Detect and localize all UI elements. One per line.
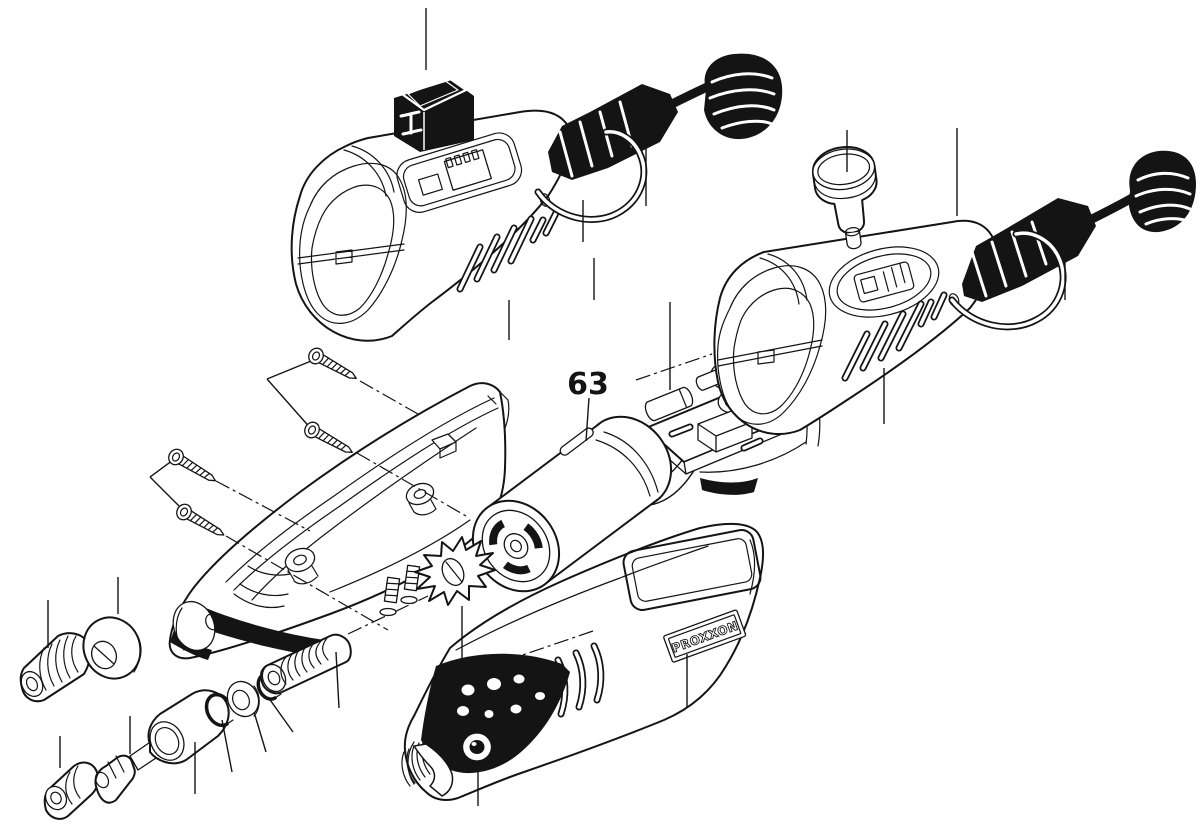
- housing-screw: [305, 344, 361, 386]
- housing-screw: [165, 445, 221, 489]
- motor-vent-slots: [489, 517, 543, 575]
- vent-slots: [841, 291, 948, 382]
- shaft-lock-button: [461, 732, 493, 762]
- callout-63-leader: [585, 397, 590, 442]
- fan-impeller: [414, 536, 496, 606]
- assembled-rear-housing-right: [713, 150, 1196, 435]
- set-screw: [379, 576, 401, 617]
- collet-chuck-nut: [19, 632, 92, 703]
- callout-63: 63: [567, 367, 609, 402]
- capacitor: [644, 386, 694, 422]
- vent-slots: [456, 209, 560, 293]
- rubber-grip: [421, 653, 570, 774]
- switch-recess: [396, 132, 523, 213]
- screw-boss: [284, 547, 319, 585]
- coiled-power-cord: [667, 53, 783, 140]
- cap-nut: [43, 761, 100, 820]
- screw-boss: [405, 482, 437, 516]
- front-housing-shell: PROXXON: [401, 522, 764, 801]
- motor: [435, 415, 673, 593]
- assembled-rear-housing-left: [290, 53, 783, 342]
- threaded-sleeve: [260, 633, 352, 695]
- housing-screw: [301, 418, 357, 460]
- coiled-power-cord: [1085, 150, 1196, 233]
- spindle-notch: [412, 743, 454, 797]
- leader-lines: [47, 8, 1066, 806]
- chuck-cone-nut: [147, 689, 230, 765]
- speed-control-knob: [812, 146, 878, 250]
- cord-guard-bail: [534, 128, 648, 223]
- housing-half-shell: [168, 382, 510, 660]
- threaded-spindle-nose: [401, 733, 454, 797]
- lug-boss: [431, 433, 457, 459]
- spacer-ring: [82, 616, 142, 680]
- speed-dial-window: [828, 246, 940, 318]
- switch-window: [622, 529, 762, 611]
- cord-guard-bail: [948, 229, 1067, 331]
- on-off-rocker-switch: [394, 74, 474, 152]
- ball-bearing: [226, 680, 260, 718]
- housing-screw: [173, 500, 229, 543]
- cord-strain-relief-boot: [962, 198, 1096, 302]
- screw-leader-lines: [149, 358, 317, 513]
